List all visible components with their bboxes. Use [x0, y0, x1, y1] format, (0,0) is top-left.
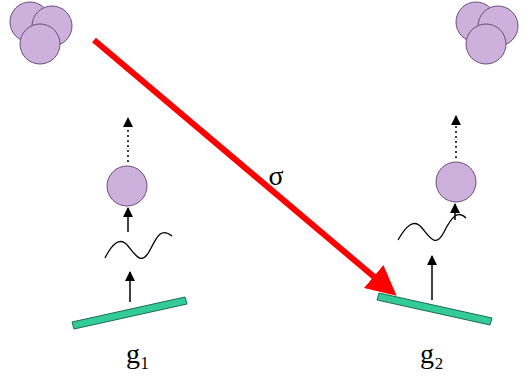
- complex-circle: [466, 24, 506, 64]
- dotted-arrow: [127, 118, 129, 162]
- arrow: [431, 256, 433, 300]
- gene-label: g₁: [126, 340, 150, 368]
- mrna-wave: [105, 232, 172, 258]
- regulation-arrow: [94, 40, 392, 292]
- interaction-label: σ: [268, 162, 283, 190]
- left-gene: [10, 2, 187, 329]
- protein-circle: [436, 162, 476, 202]
- arrow: [454, 204, 456, 220]
- complex-circle: [20, 24, 60, 64]
- dotted-arrow: [455, 116, 457, 158]
- right-gene: [377, 2, 518, 325]
- mrna-wave: [398, 214, 466, 240]
- arrow: [127, 208, 129, 232]
- arrow: [129, 272, 131, 302]
- gene-bar: [377, 293, 492, 325]
- protein-circle: [107, 166, 147, 206]
- gene-label: g₂: [420, 340, 444, 368]
